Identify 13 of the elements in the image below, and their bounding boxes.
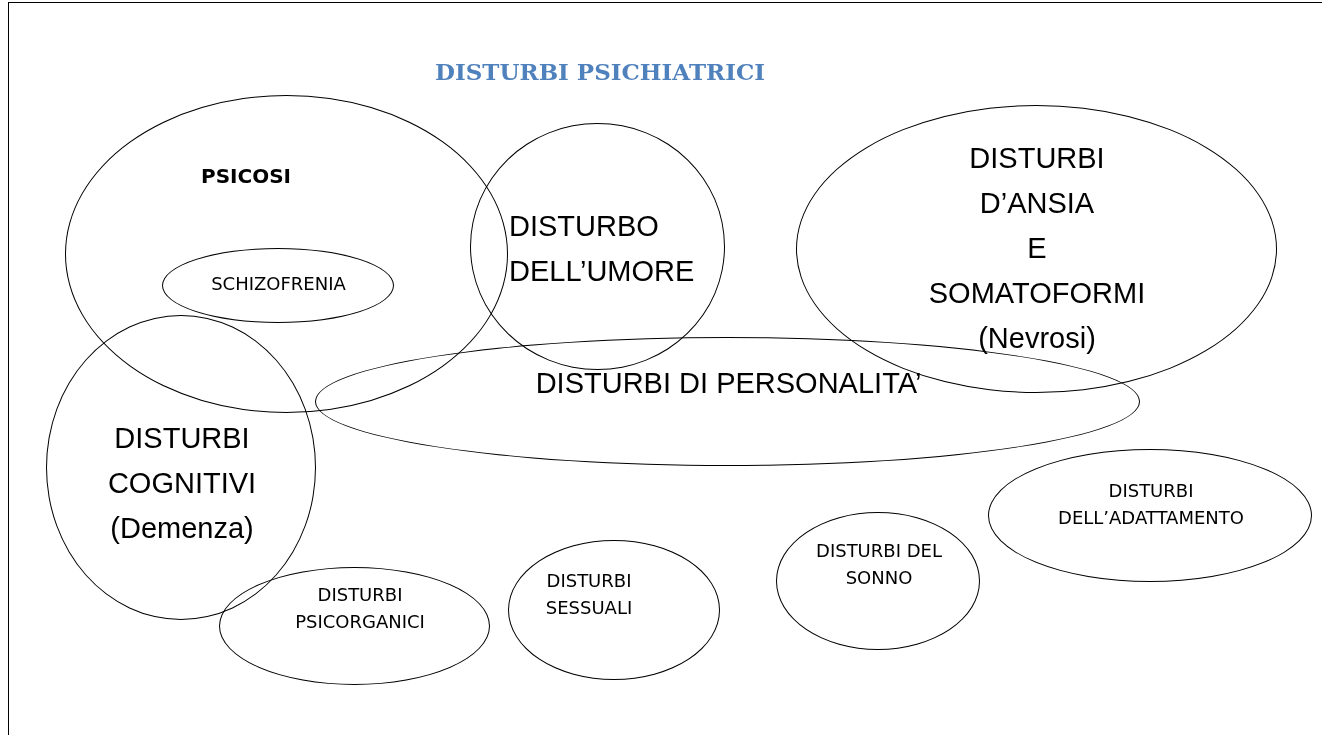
category-label: DISTURBI COGNITIVI (Demenza) <box>106 421 258 546</box>
category-ellipse <box>470 123 725 370</box>
category-label: SCHIZOFRENIA <box>210 271 347 296</box>
category-label: DISTURBI D’ANSIA E SOMATOFORMI (Nevrosi) <box>927 141 1147 356</box>
category-label: PSICOSI <box>200 163 292 190</box>
category-label: DISTURBO DELL’UMORE <box>509 209 696 289</box>
category-label: DISTURBI PSICORGANICI <box>294 583 426 634</box>
category-label: DISTURBI SESSUALI <box>544 569 634 620</box>
diagram-title: DISTURBI PSICHIATRICI <box>434 58 766 85</box>
category-label: DISTURBI DELL’ADATTAMENTO <box>1057 479 1245 530</box>
category-label: DISTURBI DEL SONNO <box>815 539 943 590</box>
category-ellipse <box>988 449 1312 582</box>
category-label: DISTURBI DI PERSONALITA’ <box>534 366 923 401</box>
